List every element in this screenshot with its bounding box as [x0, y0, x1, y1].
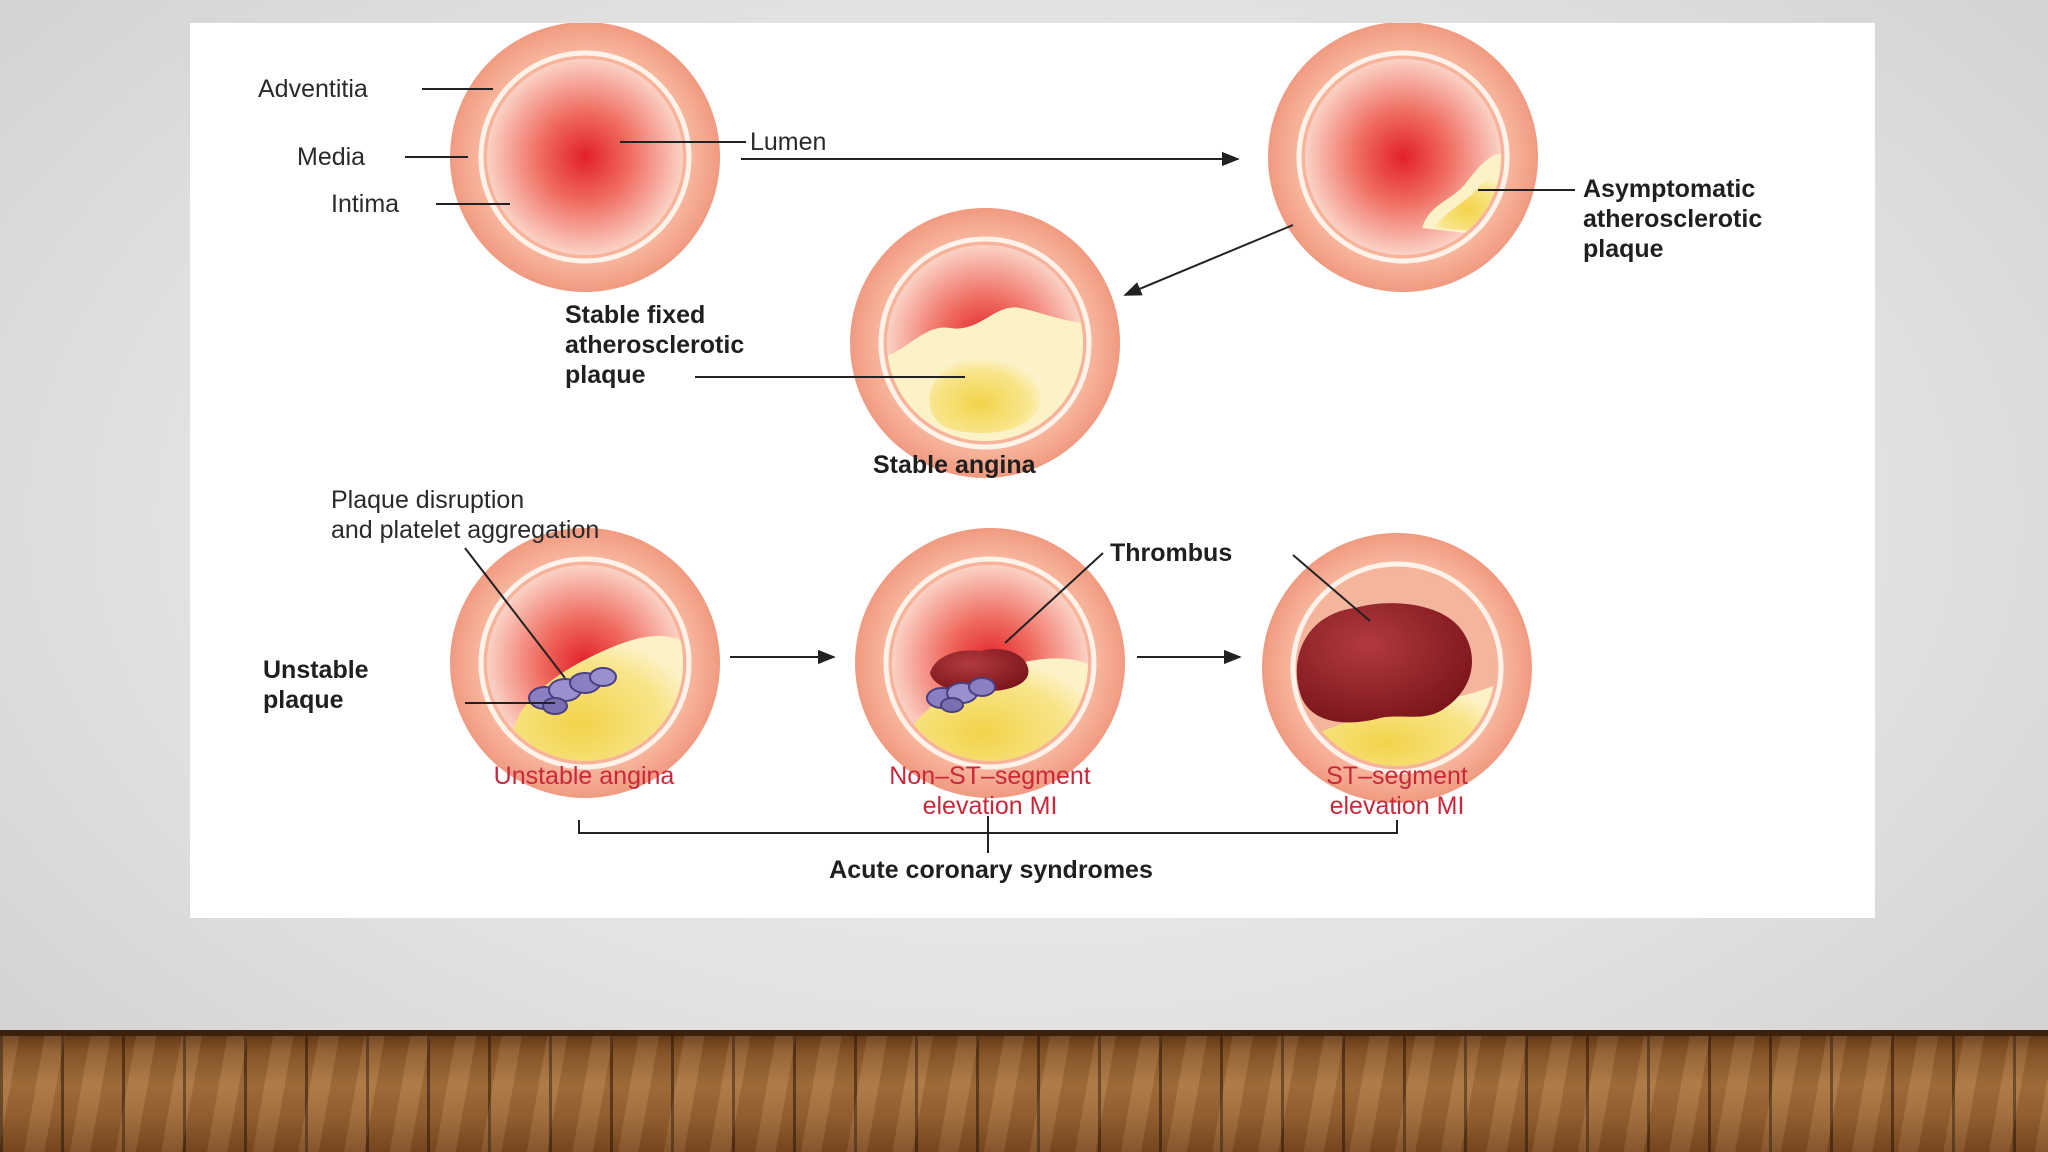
- label-stable-angina: Stable angina: [873, 451, 1036, 479]
- diagram-graphics: [405, 23, 1575, 853]
- label-stemi: ST–segment elevation MI: [1326, 762, 1468, 820]
- label-acute-coronary-syndromes: Acute coronary syndromes: [829, 856, 1153, 884]
- leader-lines: [405, 88, 1575, 704]
- atherosclerosis-figure: Adventitia Media Intima Lumen Asymptomat…: [190, 23, 1875, 918]
- platelet-cluster: [926, 677, 996, 713]
- label-nstemi: Non–ST–segment elevation MI: [889, 762, 1091, 820]
- label-thrombus: Thrombus: [1110, 539, 1233, 567]
- label-unstable-plaque: Unstable plaque: [263, 656, 369, 714]
- platelet-cluster: [528, 667, 617, 715]
- progression-arrows: [730, 151, 1294, 665]
- thrombus-small: [930, 648, 1029, 692]
- label-lumen: Lumen: [750, 128, 827, 156]
- label-stable-fixed-plaque: Stable fixed atherosclerotic plaque: [565, 301, 745, 389]
- wood-floor: [0, 1030, 2048, 1152]
- normal-artery: [450, 23, 720, 292]
- arrow-to-stable: [1123, 224, 1294, 296]
- label-media: Media: [297, 143, 366, 171]
- label-plaque-disruption: Plaque disruption and platelet aggregati…: [331, 486, 600, 544]
- label-intima: Intima: [331, 190, 400, 218]
- stable-plaque-artery: [850, 208, 1120, 478]
- label-unstable-angina: Unstable angina: [493, 762, 675, 790]
- label-adventitia: Adventitia: [258, 75, 368, 103]
- thrombus-large: [1296, 603, 1472, 723]
- unstable-plaque-artery: [450, 528, 720, 798]
- asymptomatic-plaque-artery: [1268, 23, 1538, 292]
- label-asymptomatic-plaque: Asymptomatic atherosclerotic plaque: [1583, 175, 1763, 263]
- stemi-artery: [1262, 533, 1532, 803]
- acs-bracket: [578, 816, 1398, 853]
- nstemi-artery: [855, 528, 1125, 798]
